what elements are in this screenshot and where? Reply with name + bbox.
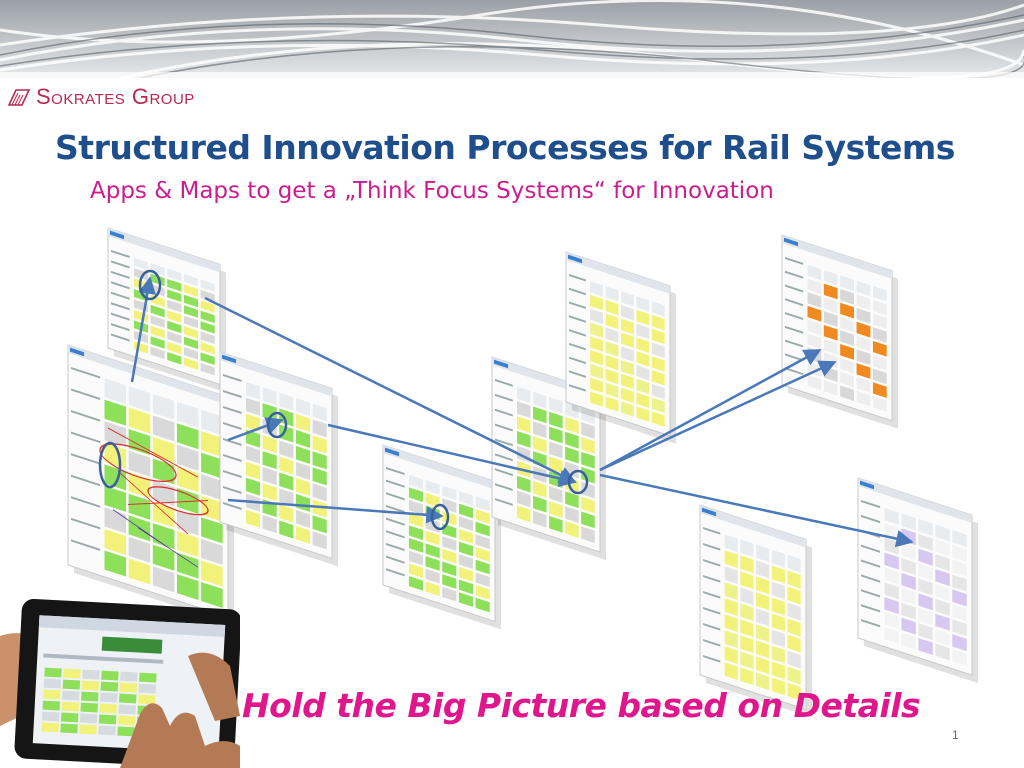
connector-arrow (327, 423, 577, 487)
page-number: 1 (952, 728, 959, 742)
sokrates-group-logo: Sokrates Group (8, 84, 195, 110)
innovation-maps-diagram (67, 227, 978, 718)
highlight-ring (266, 411, 288, 439)
connector-arrow (130, 276, 156, 383)
app-screenshot-sheet (781, 234, 898, 429)
connector-arrow (599, 473, 914, 548)
slide-title: Structured Innovation Processes for Rail… (55, 128, 955, 167)
logo-text: Sokrates Group (36, 84, 195, 109)
app-screenshot-sheet (67, 344, 234, 625)
highlight-ring (567, 469, 589, 495)
highlight-ring (430, 503, 450, 531)
app-screenshot-sheet (107, 227, 226, 393)
app-screenshot-sheet (219, 351, 338, 567)
tagline: Hold the Big Picture based on Details (242, 686, 921, 725)
app-screenshot-sheet (857, 477, 978, 683)
connector-arrow (599, 360, 837, 472)
app-screenshot-sheet (382, 444, 501, 630)
highlight-ring (98, 441, 122, 489)
tablet-in-hands (0, 598, 240, 768)
connector-arrow (227, 498, 444, 524)
rail-tracks-banner (0, 0, 1024, 78)
app-screenshot-sheet (699, 504, 812, 718)
connector-arrow (599, 348, 822, 472)
app-screenshot-sheet (565, 251, 676, 444)
slide-subtitle: Apps & Maps to get a „Think Focus System… (90, 178, 774, 204)
connector-arrow (204, 296, 577, 484)
app-screenshot-sheet (491, 356, 606, 561)
book-icon (8, 89, 30, 106)
connector-arrow (227, 417, 284, 442)
highlight-ring (138, 269, 162, 301)
